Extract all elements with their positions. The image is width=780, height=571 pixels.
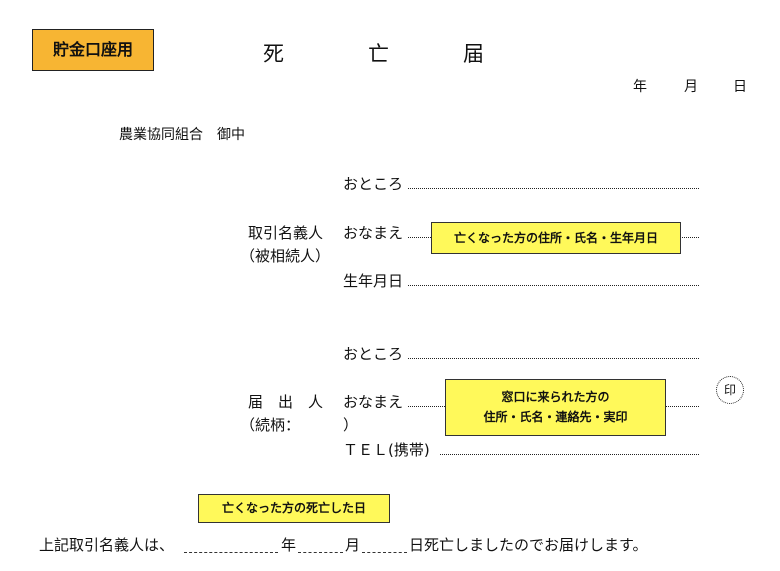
informant-note-line-2: 住所・氏名・連絡先・実印 (483, 410, 628, 424)
statement-prefix: 上記取引名義人は、 (39, 536, 175, 554)
seal-mark: 印 (716, 376, 744, 404)
holder-address-label: おところ (343, 175, 404, 193)
informant-address-field[interactable] (408, 358, 699, 359)
form-title-char-1: 死 (263, 42, 284, 66)
form-title-char-2: 亡 (368, 42, 389, 66)
informant-note-line-1: 窓口に来られた方の (501, 390, 610, 404)
informant-address-label: おところ (343, 345, 404, 363)
death-month-field[interactable] (298, 552, 343, 553)
holder-role-sub: （被相続人） (240, 247, 331, 265)
death-date-note: 亡くなった方の死亡した日 (198, 494, 390, 523)
informant-info-note: 窓口に来られた方の 住所・氏名・連絡先・実印 (445, 379, 666, 436)
informant-tel-label: ＴＥＬ(携帯) (343, 441, 430, 459)
statement-suffix: 日死亡しましたのでお届けします。 (409, 536, 648, 554)
death-day-field[interactable] (362, 552, 407, 553)
holder-birth-field[interactable] (408, 285, 699, 286)
holder-role-label: 取引名義人 (248, 224, 324, 242)
holder-info-note: 亡くなった方の住所・氏名・生年月日 (431, 222, 681, 254)
statement-month-label: 月 (345, 536, 361, 554)
informant-relationship-label: （続柄： (240, 416, 301, 434)
death-year-field[interactable] (184, 552, 278, 553)
holder-address-field[interactable] (408, 188, 699, 189)
informant-role-label: 届 出 人 (248, 393, 324, 411)
informant-relationship-close: ） (343, 416, 359, 434)
informant-name-label: おなまえ (343, 393, 404, 411)
form-title-char-3: 届 (463, 42, 484, 66)
date-month-label: 月 (684, 79, 698, 95)
informant-tel-field[interactable] (440, 454, 699, 455)
account-use-tag: 貯金口座用 (32, 29, 154, 71)
holder-name-label: おなまえ (343, 224, 404, 242)
date-year-label: 年 (633, 79, 647, 95)
addressee: 農業協同組合 御中 (119, 127, 245, 143)
statement-year-label: 年 (281, 536, 297, 554)
holder-birth-label: 生年月日 (343, 272, 404, 290)
date-day-label: 日 (733, 79, 747, 95)
